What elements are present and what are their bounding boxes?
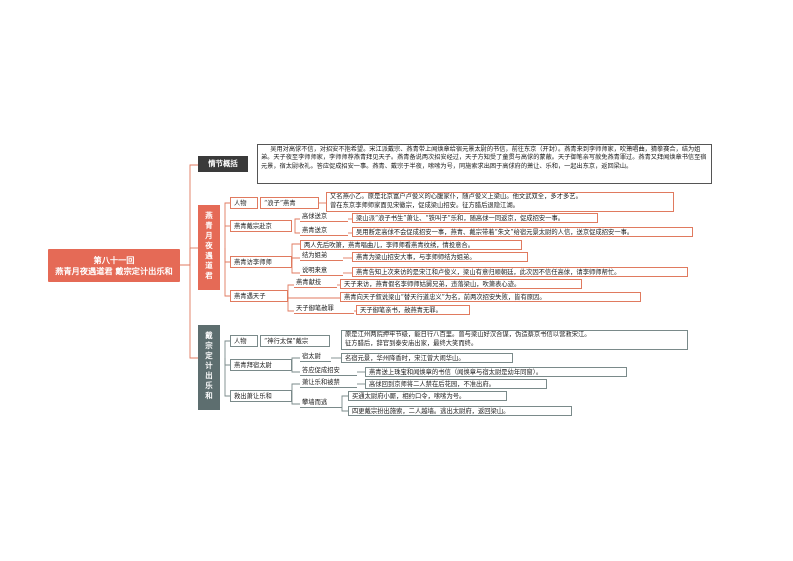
- root-title-line1: 第八十一回: [93, 255, 135, 265]
- b1-meet-emperor-sub-2: 天子御笔赦罪: [294, 304, 354, 314]
- b1-go-capital-sub-0: 高俅送京: [300, 212, 348, 222]
- b1-character-sub: “浪子”燕青: [260, 197, 319, 209]
- branch2-label: 戴宗定计出乐和: [198, 325, 220, 410]
- b1-visit-text-2: 燕青告知上次来访的是宋江和卢俊义，梁山有意归顺朝廷，此次因不信任高俅，请李师师帮…: [352, 267, 688, 277]
- root-topic: 第八十一回 燕青月夜遇道君 戴宗定计出乐和: [48, 249, 180, 282]
- b2-rescue-label: 救出萧让乐和: [230, 390, 292, 402]
- b1-meet-emperor-label: 燕青遇天子: [230, 290, 288, 302]
- intro-label: 情节概括: [198, 156, 248, 172]
- b2-visit-su-sub-1: 答应促成招安: [300, 366, 357, 376]
- b1-visit-text-0: 两人先后吹箫，燕青唱曲儿，李师师看燕青纹绣，情投意合。: [300, 240, 522, 250]
- b1-visit-sub-2: 说明来意: [300, 266, 343, 276]
- b1-go-capital-text-0: 梁山派“浪子书生”萧让、“铁叫子”乐和，随高俅一同返京，促成招安一事。: [352, 213, 598, 223]
- b2-rescue-sub-0: 萧让乐和被禁: [300, 378, 357, 388]
- b2-character-label: 人物: [230, 335, 258, 347]
- b1-meet-emperor-text-0: 天子来访，燕青假名李师师姑舅兄弟，违落梁山，吹箫表心迹。: [340, 279, 582, 289]
- b2-rescue-text-0: 高俅回到京师将二人禁在后花园，不准出府。: [365, 379, 547, 389]
- b2-rescue-text-1: 买通太尉府小厮，相约口令，嗦嗦为号。: [348, 391, 507, 401]
- b1-go-capital-sub-1: 燕青送京: [300, 226, 348, 236]
- b1-visit-text-1: 燕青为梁山招安大事，与李师师结为姐弟。: [352, 252, 528, 262]
- b1-character-label: 人物: [230, 197, 258, 209]
- b2-visit-su-label: 燕青拜宿太尉: [230, 359, 292, 371]
- b1-visit-sub-1: 结为姐弟: [300, 251, 343, 261]
- b2-rescue-sub-1: 攀墙而逃: [300, 398, 342, 408]
- b1-meet-emperor-text-1: 燕青向天子叙说梁山“替天行道忠义”为名，前两次招安失败，皆有原因。: [340, 292, 641, 302]
- b2-rescue-text-2: 四更戴宗扮出施索，二人越墙。逃出太尉府，返回梁山。: [348, 406, 572, 416]
- b1-go-capital-label: 燕青戴宗赴京: [230, 220, 292, 232]
- b2-character-desc: 原是江州两院押牢节级，能日行八百里。曾与梁山好汉合谋，伪造蔡京书信以营救宋江。征…: [341, 330, 688, 350]
- root-title-line2: 燕青月夜遇道君 戴宗定计出乐和: [55, 266, 173, 276]
- b1-character-desc: 又名燕小乙。原是北京富户卢俊义的心腹家仆，随卢俊义上梁山。他文武双全，多才多艺。…: [326, 192, 674, 212]
- branch1-label: 燕青月夜遇道君: [198, 205, 220, 290]
- b2-visit-su-text-1: 燕青送上珠宝和闻焕章的书信（闻焕章与宿太尉是幼年同窗）。: [365, 367, 627, 377]
- intro-text: 吴用对高俅不信，对招安不抱希望。宋江派戴宗、燕青带上闻焕章给宿元景太尉的书信，前…: [257, 144, 712, 184]
- b2-character-sub: “神行太保”戴宗: [260, 335, 330, 347]
- b2-visit-su-sub-0: 宿太尉: [300, 352, 331, 362]
- b1-go-capital-text-1: 吴用断定高俅不会促成招安一事，燕青、戴宗带着“朱文”给宿元景太尉的人信，送京促成…: [352, 227, 693, 237]
- b1-meet-emperor-sub-0: 燕青献技: [294, 278, 337, 288]
- b1-visit-label: 燕青访李师师: [230, 256, 292, 268]
- b1-meet-emperor-text-2: 天子御笔亲书，赦燕青无罪。: [356, 305, 470, 315]
- b2-visit-su-text-0: 名宿元景，华州降香时，宋江曾大闹华山。: [341, 353, 513, 363]
